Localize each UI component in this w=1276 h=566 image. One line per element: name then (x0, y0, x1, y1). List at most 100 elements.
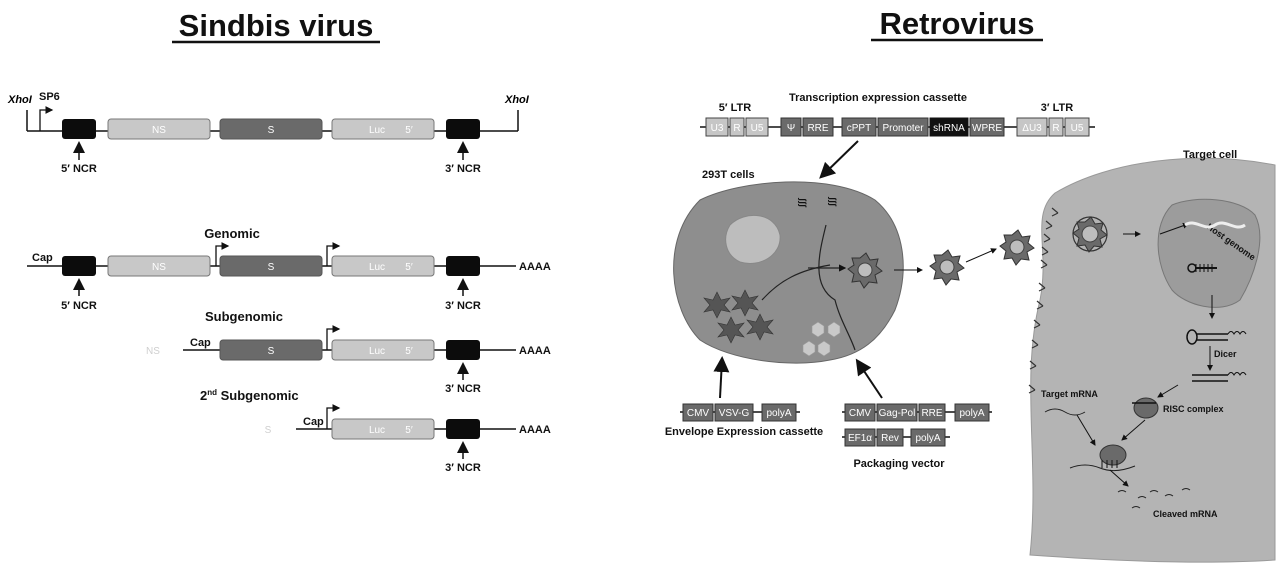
genomic-ncr5-label: 5′ NCR (61, 300, 97, 312)
luc-box-label: Luc (369, 125, 385, 136)
svg-text:ʃʃʃ: ʃʃʃ (828, 196, 838, 207)
sp6-promoter-arrow (39, 106, 54, 131)
ns-box-label: NS (152, 125, 166, 136)
pk-polya2-label: polyA (915, 433, 940, 444)
ltr5-label: 5′ LTR (719, 102, 751, 114)
promoter-label: Promoter (882, 123, 924, 134)
ncr3-box (446, 119, 480, 139)
virion-free (929, 249, 965, 286)
virion-binding (999, 229, 1035, 266)
ghost-ns-label: NS (146, 346, 160, 357)
cells-label: 293T cells (702, 169, 755, 181)
ncr5-label: 5′ NCR (61, 163, 97, 175)
subgenomic-cap-label: Cap (190, 337, 211, 349)
cassette-title: Transcription expression cassette (789, 92, 967, 104)
sindbis-construct-plasmid: XhoI XhoI SP6 NS S Luc 5′ 5′ NCR 3′ NCR (7, 91, 530, 175)
shrna-label: shRNA (933, 123, 965, 134)
target-cell-label: Target cell (1183, 149, 1237, 161)
psi-label: Ψ (787, 123, 795, 134)
xhoi-left-label: XhoI (7, 94, 33, 106)
subgenomic-label: Subgenomic (205, 309, 283, 324)
genomic-luc-label: Luc (369, 262, 385, 273)
dicer-label: Dicer (1214, 349, 1237, 359)
sindbis-construct-2nd-subgenomic: 2nd Subgenomic S Cap Luc 5′ AAAA 3′ NCR (200, 388, 551, 474)
sindbis-construct-subgenomic: Subgenomic NS Cap S Luc 5′ AAAA 3′ NCR (146, 309, 551, 395)
s-box (219, 118, 323, 140)
second-five-label: 5′ (405, 425, 413, 436)
du3-label: ΔU3 (1022, 123, 1042, 134)
genomic-polya: AAAA (519, 261, 551, 273)
pk-rre-label: RRE (921, 408, 942, 419)
sp6-label: SP6 (39, 91, 60, 103)
second-ncr3-label: 3′ NCR (445, 462, 481, 474)
risc-label: RISC complex (1163, 404, 1224, 414)
subgenomic-luc-label: Luc (369, 346, 385, 357)
subgenomic-five-label: 5′ (405, 346, 413, 357)
retrovirus-panel: Retrovirus Target cell Transcription exp… (665, 6, 1276, 563)
transcription-cassette: Transcription expression cassette 5′ LTR… (700, 92, 1095, 179)
ns-box (107, 118, 211, 140)
pk-rev-label: Rev (881, 433, 899, 444)
envelope-cassette: CMV VSV-G polyA Envelope Expression cass… (665, 356, 823, 438)
genomic-five-label: 5′ (405, 262, 413, 273)
cap-label: Cap (32, 252, 53, 264)
sirna-duplex (1192, 372, 1247, 382)
genomic-s-label: S (268, 262, 275, 273)
ncr5-box (62, 119, 96, 139)
cleaved-fragments (1117, 488, 1191, 509)
producer-cell: 293T cells ʃʃʃ ʃʃʃ (673, 169, 904, 364)
genomic-ncr3-label: 3′ NCR (445, 300, 481, 312)
risc-complex (1132, 397, 1159, 419)
budding-particles (703, 289, 774, 344)
wpre-label: WPRE (972, 123, 1002, 134)
shrna-hairpin (1186, 329, 1247, 345)
pk-gagpol-label: Gag-Pol (879, 408, 916, 419)
luc-five-label: 5′ (405, 125, 413, 136)
sindbis-panel: Sindbis virus XhoI XhoI SP6 NS S Luc 5′ … (7, 8, 551, 474)
svg-text:ʃʃʃ: ʃʃʃ (798, 197, 808, 208)
pk-ef1a-label: EF1α (848, 433, 872, 444)
cell-receptors (1028, 207, 1059, 394)
u3-label: U3 (711, 123, 724, 134)
rre-label: RRE (807, 123, 828, 134)
xhoi-right-label: XhoI (504, 94, 530, 106)
ghost-s-label: S (265, 425, 272, 436)
capsid-hexagons (802, 321, 841, 357)
subgenomic-s-label: S (268, 346, 275, 357)
producer-nucleus (725, 214, 781, 264)
cppt-label: cPPT (847, 123, 871, 134)
second-polya: AAAA (519, 424, 551, 436)
ltr3-label: 3′ LTR (1041, 102, 1073, 114)
host-genome-dna (1184, 221, 1246, 229)
genomic-label: Genomic (204, 226, 260, 241)
env-polya-label: polyA (766, 408, 791, 419)
packaging-vector: CMV Gag-Pol RRE polyA EF1α Rev polyA Pac… (842, 358, 992, 470)
r2-label: R (1052, 123, 1059, 134)
virion-in-cell (847, 252, 883, 289)
ncr3-label: 3′ NCR (445, 163, 481, 175)
r-label: R (733, 123, 740, 134)
subgenomic-polya: AAAA (519, 345, 551, 357)
pk-polya-label: polyA (959, 408, 984, 419)
u5-label: U5 (751, 123, 764, 134)
env-cmv-label: CMV (687, 408, 710, 419)
target-mrna-strand (1044, 408, 1086, 416)
s-box-label: S (268, 125, 275, 136)
retrovirus-title: Retrovirus (879, 6, 1034, 41)
env-vsvg-label: VSV-G (719, 408, 750, 419)
genomic-ns-label: NS (152, 262, 166, 273)
second-cap-label: Cap (303, 416, 324, 428)
sindbis-construct-genomic: Genomic Cap NS S Luc 5′ AAAA 5′ NCR 3′ N… (27, 226, 551, 312)
packaging-label: Packaging vector (853, 458, 945, 470)
pk-cmv-label: CMV (849, 408, 872, 419)
second-luc-label: Luc (369, 425, 385, 436)
subgenomic-ncr3-label: 3′ NCR (445, 383, 481, 395)
cleaved-mrna-label: Cleaved mRNA (1153, 509, 1218, 519)
second-subgenomic-label: 2nd Subgenomic (200, 388, 299, 403)
envelope-label: Envelope Expression cassette (665, 426, 823, 438)
virion-entering (1072, 216, 1108, 253)
target-mrna-label: Target mRNA (1041, 389, 1098, 399)
luc-box (331, 118, 435, 140)
risc-on-mrna (1069, 444, 1136, 472)
